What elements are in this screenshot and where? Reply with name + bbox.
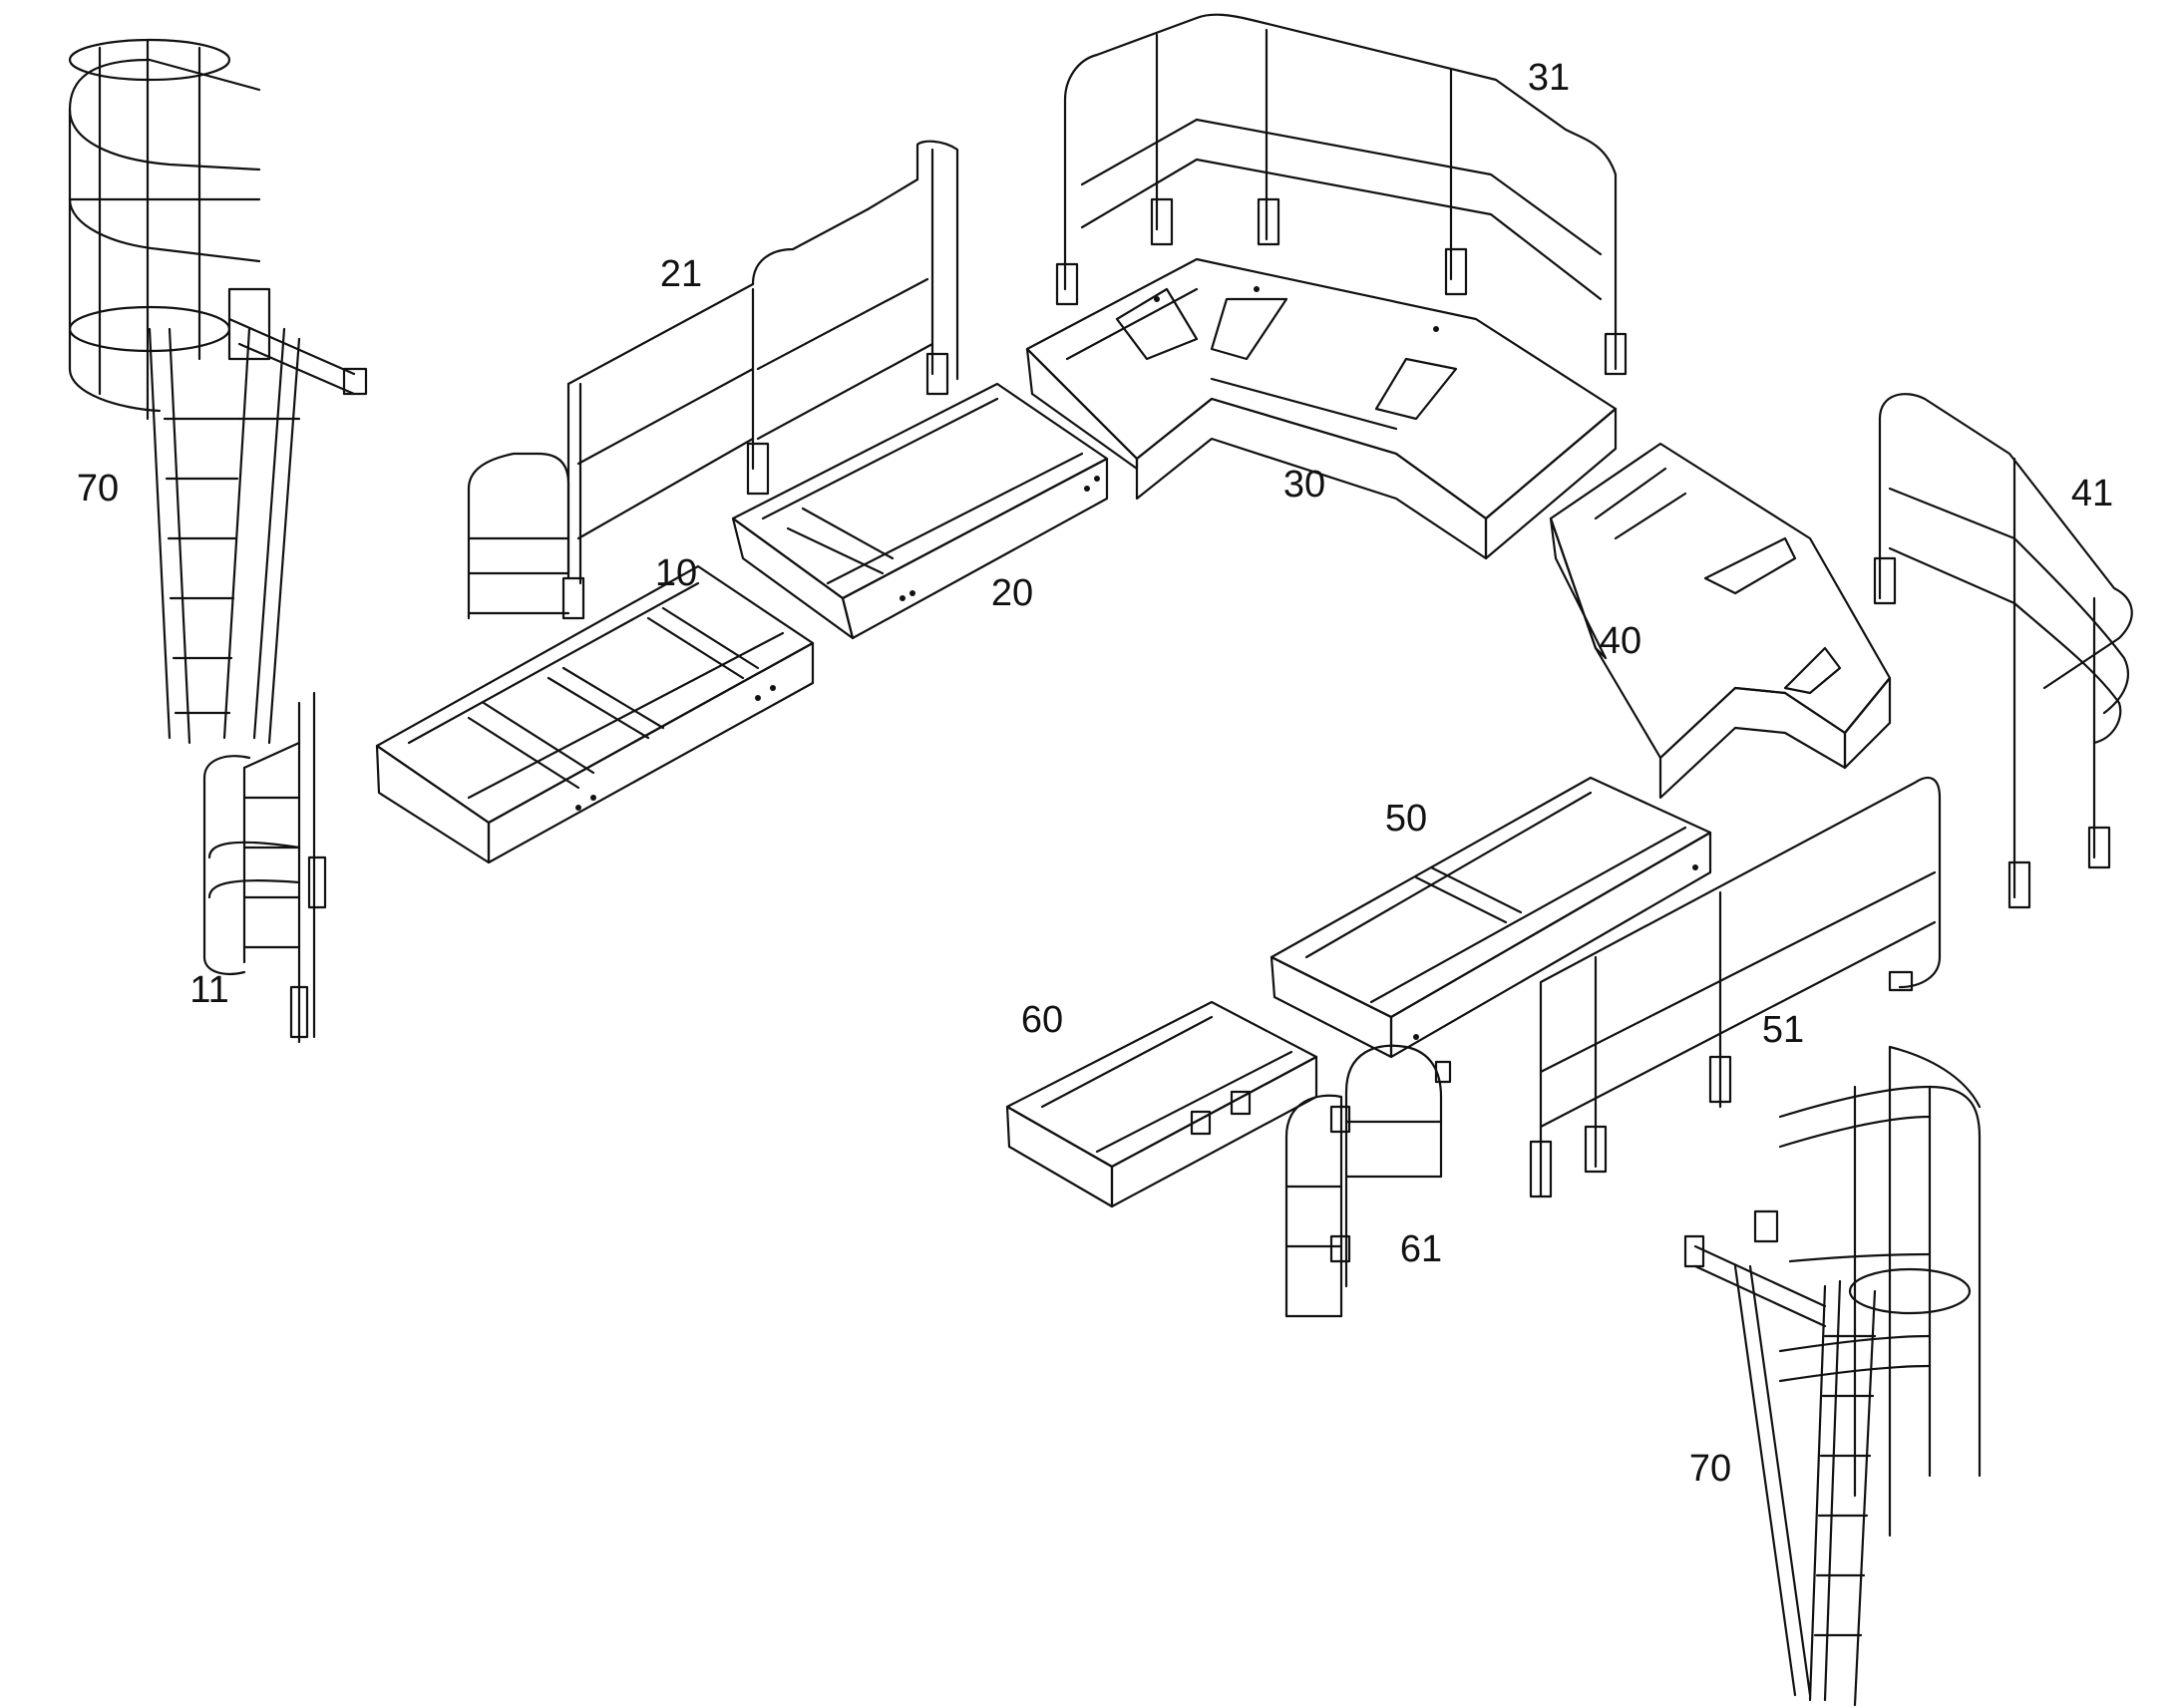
railing-section-31 (1055, 13, 1628, 376)
caged-ladder-bottom-right (1683, 1045, 1982, 1707)
callout-20: 20 (991, 572, 1033, 614)
callout-31: 31 (1528, 57, 1570, 99)
callout-21: 21 (660, 253, 702, 295)
platform-section-50 (1270, 776, 1712, 1059)
callout-41: 41 (2071, 473, 2113, 514)
callout-10: 10 (655, 552, 697, 594)
angled-platform-40 (1549, 442, 1892, 800)
callout-11: 11 (189, 969, 228, 1011)
callout-70-bottom-right: 70 (1689, 1448, 1731, 1490)
callout-70-top-left: 70 (77, 468, 119, 510)
short-ladder (202, 691, 327, 1044)
callout-50: 50 (1385, 798, 1427, 840)
railing-section-51 (1529, 776, 1942, 1198)
platform-section-20 (731, 382, 1109, 640)
gate-61 (1284, 1044, 1452, 1318)
callout-60: 60 (1021, 999, 1063, 1041)
corner-platform-30 (1025, 257, 1618, 560)
platform-section-10 (375, 564, 815, 864)
callout-51: 51 (1762, 1009, 1804, 1051)
gate-railing (467, 140, 959, 620)
railing-section-41 (1873, 393, 2133, 909)
callout-61: 61 (1400, 1228, 1442, 1270)
caged-ladder-top-left (68, 38, 368, 745)
callout-40: 40 (1600, 620, 1641, 662)
callout-30: 30 (1283, 464, 1325, 506)
